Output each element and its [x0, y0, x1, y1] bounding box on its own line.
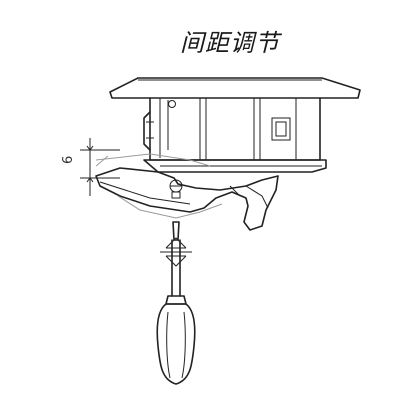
alternate-position-outline: [95, 153, 223, 219]
diagram-title: 间距调节: [180, 29, 280, 57]
dimension-label: 6: [61, 156, 76, 164]
door-latch-icon: [95, 77, 361, 231]
up-down-arrow-icon: [160, 237, 192, 267]
screwdriver-icon: [156, 221, 196, 385]
gap-dimension: 6: [61, 138, 120, 196]
